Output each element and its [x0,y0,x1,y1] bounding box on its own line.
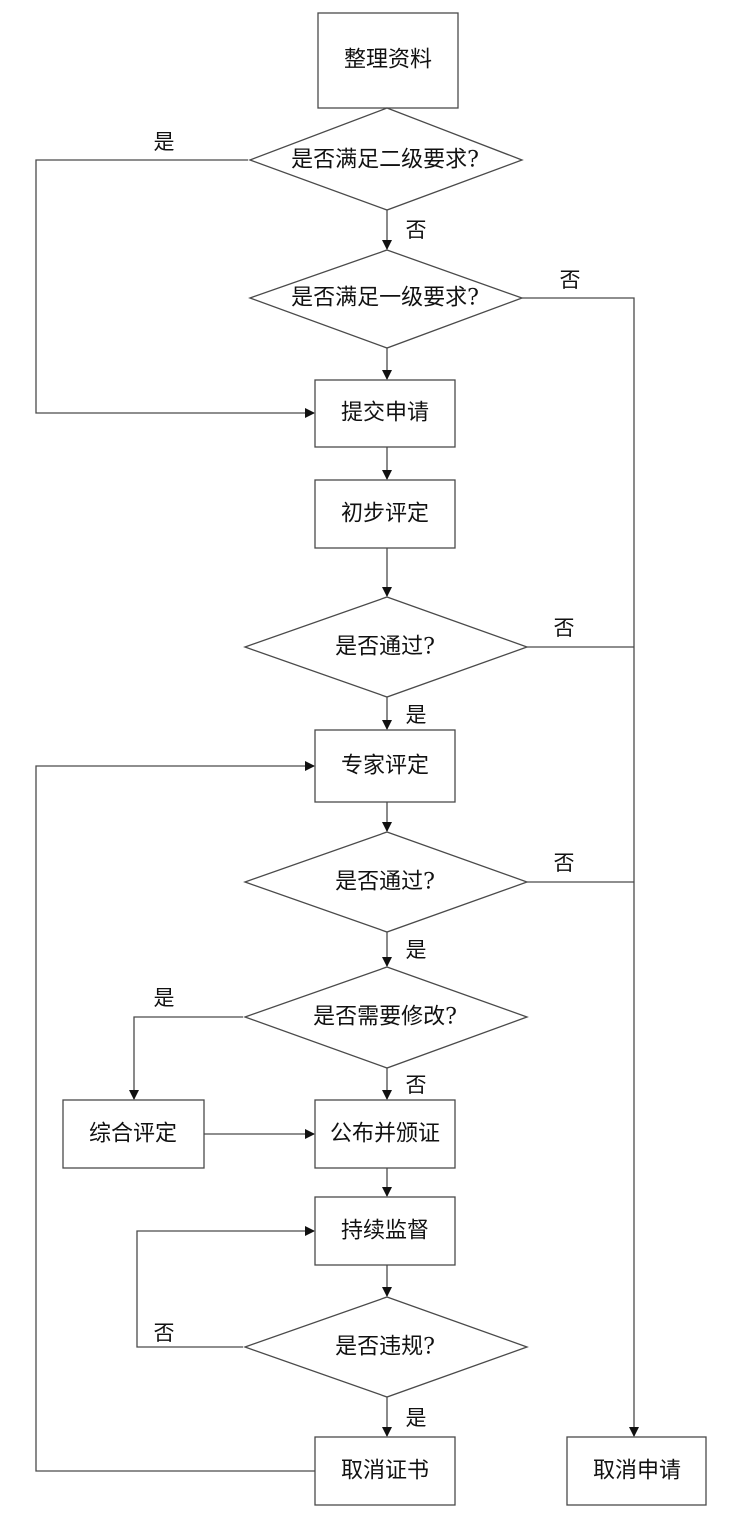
process-box [314,379,456,448]
edge-label-modify-no: 否 [406,1073,427,1097]
edge-label-level2-yes: 是 [154,130,175,154]
node-q-level2: 是否满足二级要求? [248,107,524,211]
connectors [35,76,639,1472]
process-box [314,729,456,803]
edge-label-pass1-no: 否 [554,616,575,640]
node-cancel: 取消申请 [566,1436,707,1506]
node-label: 是否通过? [335,870,435,895]
edge-label-modify-yes: 是 [154,986,175,1010]
node-label: 是否满足二级要求? [291,148,479,173]
node-label: 是否通过? [335,635,435,660]
edge-label-pass2-no: 否 [554,851,575,875]
edge-level2-yes-to-submit [35,159,315,418]
process-box [314,1436,456,1506]
edge-label-pass1-yes: 是 [406,703,427,727]
node-label: 持续监督 [341,1219,429,1244]
node-revoke: 取消证书 [314,1436,456,1506]
node-label: 专家评定 [341,754,429,779]
process-box [317,12,459,109]
node-label: 初步评定 [341,502,429,527]
decision-diamond [243,966,529,1069]
edge-label-level1-no: 否 [560,268,581,292]
decision-diamond [248,249,524,349]
node-q-pass2: 是否通过? [243,831,529,933]
edge-label-violation-yes: 是 [406,1406,427,1430]
decision-diamond [243,831,529,933]
process-box [566,1436,707,1506]
node-label: 综合评定 [89,1122,177,1147]
process-box [314,479,456,549]
process-box [314,1099,456,1169]
node-q-level1: 是否满足一级要求? [248,249,524,349]
process-box [62,1099,205,1169]
edge-label-pass2-yes: 是 [406,938,427,962]
edge-label-violation-no: 否 [154,1321,175,1345]
process-box [314,1196,456,1266]
node-q-violation: 是否违规? [243,1296,529,1398]
node-label: 取消申请 [593,1459,681,1484]
node-label: 是否违规? [335,1335,435,1360]
decision-diamond [243,1296,529,1398]
edge-violation-no-to-monitor [136,1226,315,1348]
edge-labels: 是 否 否 否 是 否 是 是 否 否 是 [154,130,581,1430]
edge-revoke-to-expert [35,761,315,1472]
edge-label-level2-no: 否 [406,218,427,242]
node-label: 提交申请 [341,401,429,426]
edge-modify-yes-to-comprehensive [129,1016,243,1100]
node-prelim: 初步评定 [314,479,456,549]
node-organize: 整理资料 [317,12,459,109]
node-label: 公布并颁证 [330,1122,440,1147]
node-label: 是否满足一级要求? [291,286,479,311]
node-publish: 公布并颁证 [314,1099,456,1169]
node-label: 取消证书 [341,1459,429,1484]
node-label: 是否需要修改? [313,1005,457,1030]
node-expert: 专家评定 [314,729,456,803]
node-submit: 提交申请 [314,379,456,448]
node-label: 整理资料 [344,48,432,73]
decision-diamond [243,596,529,698]
node-comprehensive: 综合评定 [62,1099,205,1169]
decision-diamond [248,107,524,211]
node-q-pass1: 是否通过? [243,596,529,698]
node-q-modify: 是否需要修改? [243,966,529,1069]
edge-level1-no-to-cancel [522,297,639,1437]
node-monitor: 持续监督 [314,1196,456,1266]
